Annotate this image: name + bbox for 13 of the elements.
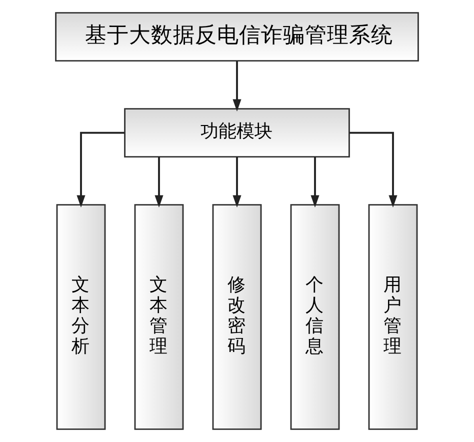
node-box: 用户管理	[368, 204, 418, 430]
node-box: 修改密码	[212, 204, 262, 430]
node-box: 个人信息	[290, 204, 340, 430]
node-box: 基于大数据反电信诈骗管理系统	[55, 12, 419, 62]
node-box: 文本分析	[56, 204, 106, 430]
arrow	[310, 156, 320, 208]
node-box: 文本管理	[134, 204, 184, 430]
arrow	[232, 156, 242, 208]
arrow	[350, 132, 398, 208]
arrow	[154, 156, 164, 208]
arrow	[76, 132, 124, 208]
node-box: 功能模块	[124, 108, 350, 158]
arrow	[232, 61, 242, 112]
